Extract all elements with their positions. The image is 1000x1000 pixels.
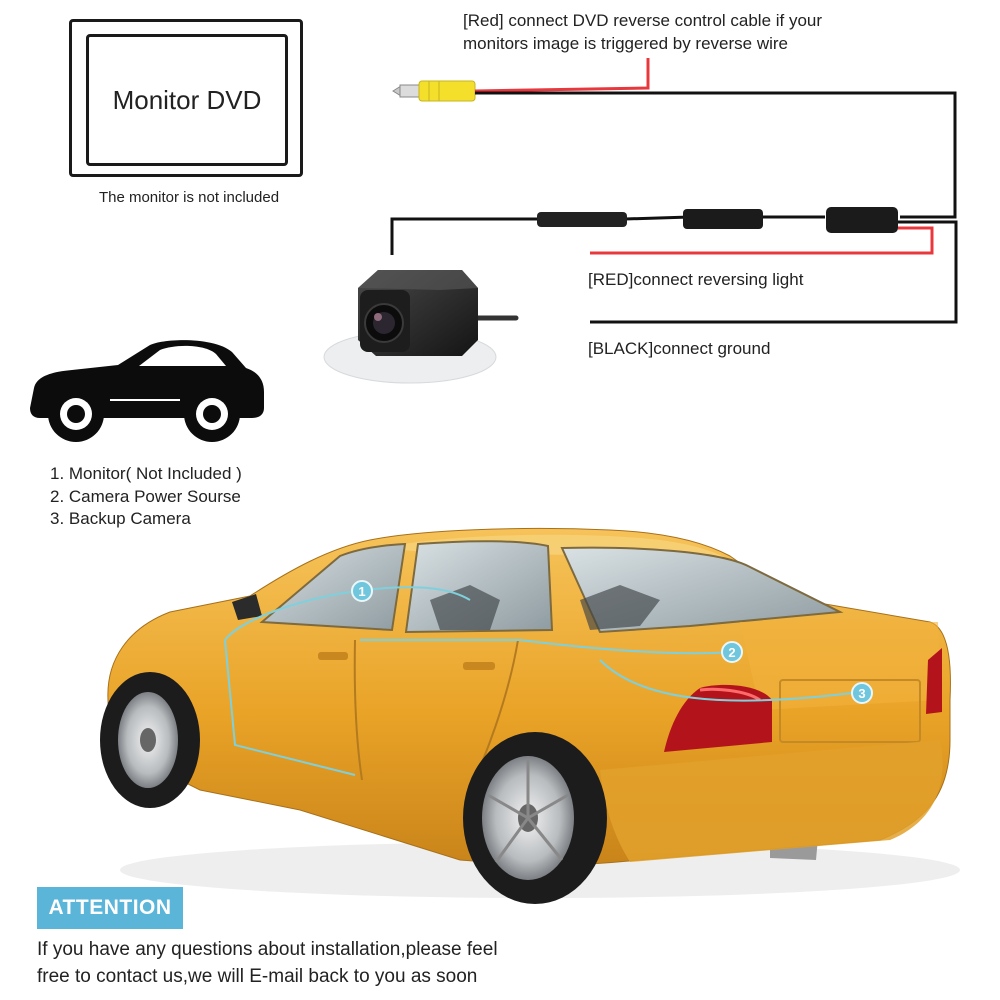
cable-connector — [683, 209, 763, 229]
attention-text: If you have any questions about installa… — [37, 936, 498, 990]
red-control-note-line: monitors image is triggered by reverse w… — [463, 34, 789, 53]
legend-item: 1. Monitor( Not Included ) — [50, 464, 242, 483]
backup-camera — [323, 270, 519, 384]
monitor-frame — [69, 19, 303, 177]
attention-line: free to contact us,we will E-mail back t… — [37, 966, 478, 987]
red-control-wire — [474, 58, 650, 93]
black-ground-label: [BLACK]connect ground — [588, 339, 771, 358]
cable-route — [224, 639, 356, 776]
sedan-illustration — [100, 527, 960, 904]
red-control-note-line: [Red] connect DVD reverse control cable … — [463, 11, 823, 30]
legend-item: 3. Backup Camera — [50, 509, 191, 528]
marker-3: 3 — [851, 682, 873, 704]
marker-2: 2 — [721, 641, 743, 663]
monitor-label: Monitor DVD — [86, 34, 288, 166]
rca-connector — [392, 80, 476, 102]
car-silhouette — [30, 340, 264, 442]
power-splitter — [826, 207, 898, 233]
red-power-wire — [590, 226, 934, 255]
cable-route — [599, 659, 861, 702]
cable-route — [360, 639, 733, 655]
red-control-note: [Red] connect DVD reverse control cable … — [463, 9, 822, 55]
black-video-cable — [475, 91, 957, 219]
cable-connector — [537, 212, 627, 227]
attention-badge: ATTENTION — [37, 887, 183, 929]
monitor-note: The monitor is not included — [98, 189, 280, 206]
component-legend: 1. Monitor( Not Included ) 2. Camera Pow… — [50, 463, 242, 531]
black-power-wire — [590, 220, 958, 324]
red-light-label: [RED]connect reversing light — [588, 270, 804, 289]
legend-item: 2. Camera Power Sourse — [50, 486, 241, 506]
attention-line: If you have any questions about installa… — [37, 939, 498, 960]
marker-1: 1 — [351, 580, 373, 602]
